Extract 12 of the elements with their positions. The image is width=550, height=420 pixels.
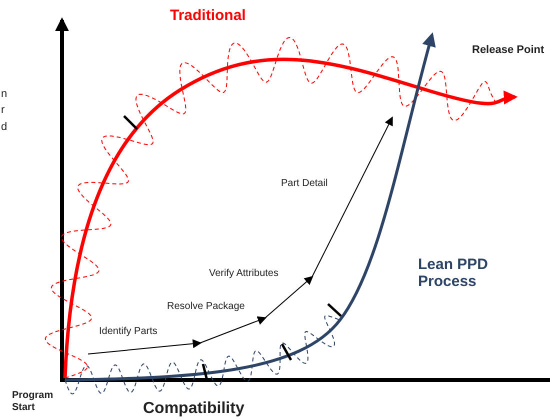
axis-label: n (1, 88, 8, 101)
axis-label: Compatibility (143, 400, 244, 418)
axis-label: d (1, 121, 8, 134)
axis-label: r (1, 104, 5, 117)
axis-label: Program Start (12, 390, 54, 413)
curve-label: Lean PPD Process (418, 256, 490, 290)
point-label: Release Point (472, 44, 544, 57)
step-label: Resolve Package (167, 301, 245, 312)
step-label: Part Detail (281, 178, 328, 190)
step-label: Verify Attributes (209, 268, 278, 280)
curve-label: Traditional (170, 7, 246, 24)
step-label: Identify Parts (99, 326, 158, 338)
